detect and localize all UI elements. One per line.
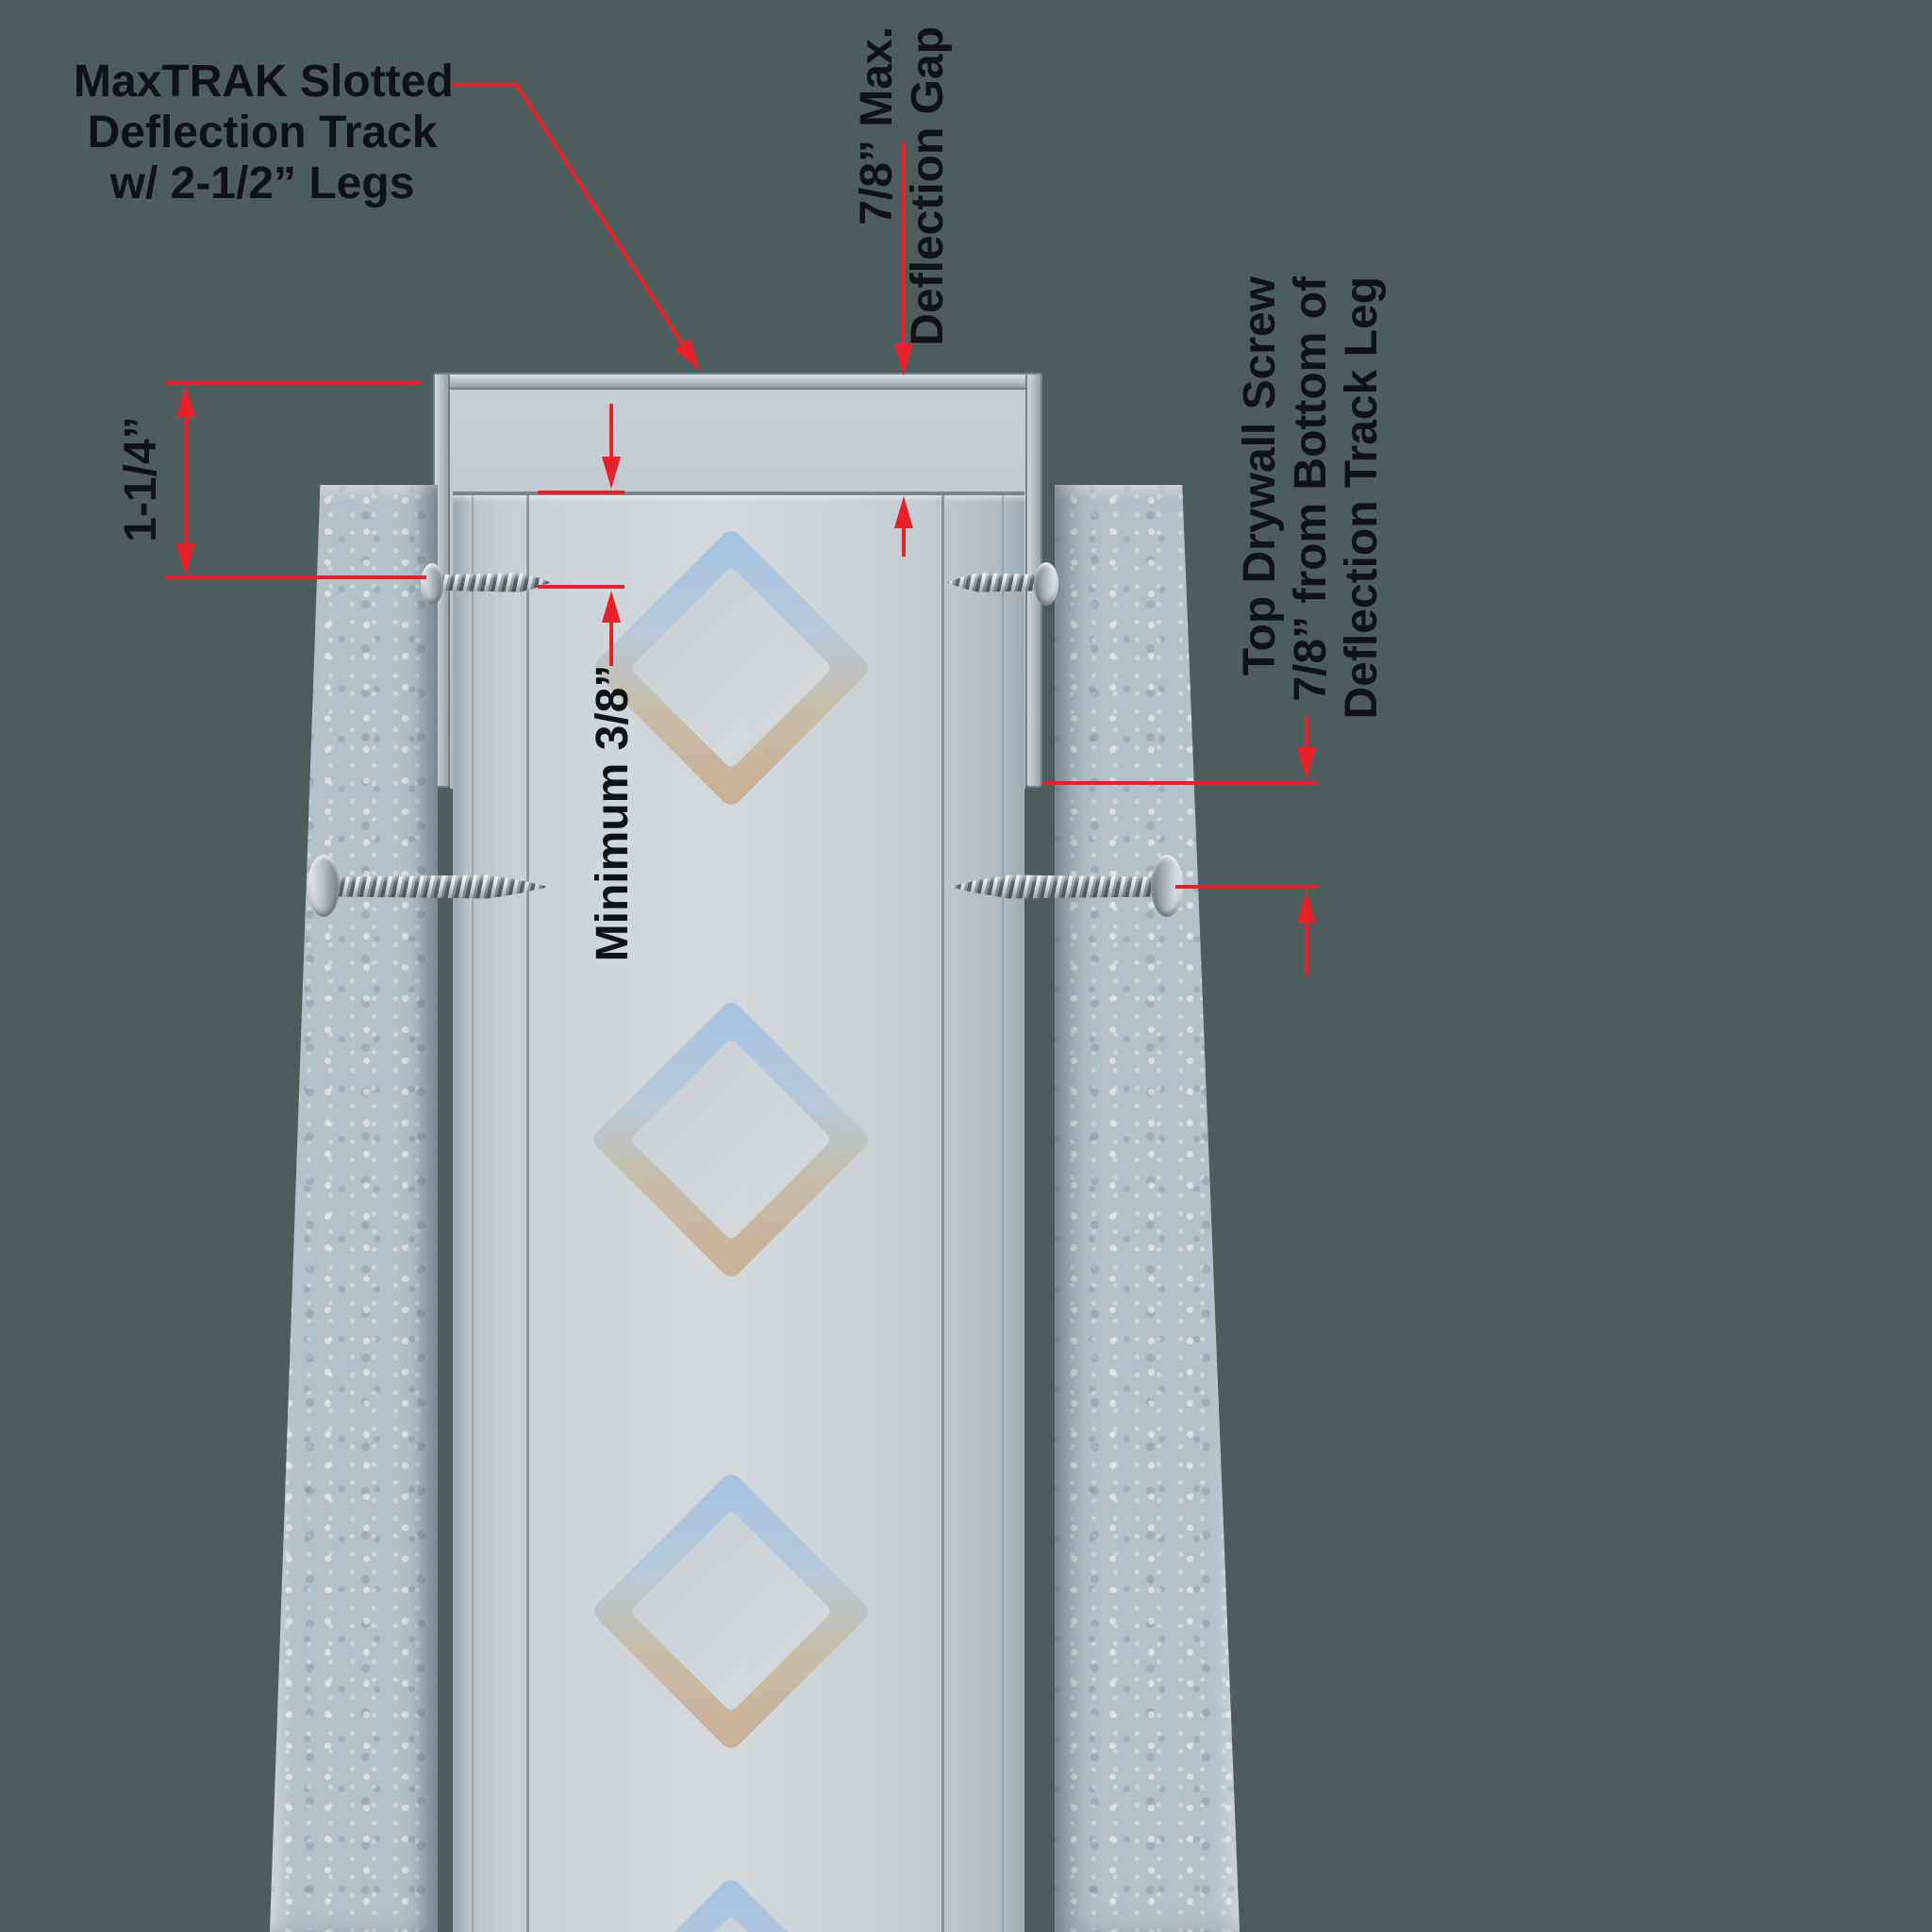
dim-top-screw-label: Top Drywall Screw 7/8” from Bottom of De… bbox=[1235, 276, 1388, 720]
dim-gap-arrow-down bbox=[894, 343, 913, 375]
dim-leg-inset-label: 1-1/4” bbox=[116, 416, 166, 542]
dim-deflection-gap-line1: 7/8” Max. bbox=[852, 26, 902, 225]
dim-screw-arrow-down bbox=[1297, 747, 1316, 779]
top-screw-shaft-left bbox=[441, 573, 551, 592]
track-label-line3: w/ 2-1/2” Legs bbox=[109, 158, 415, 208]
track-label-arrowhead bbox=[675, 339, 700, 371]
dim-gap-arrow-up bbox=[894, 496, 913, 528]
track-label-line1: MaxTRAK Slotted bbox=[74, 57, 454, 107]
stud-bend-line-left bbox=[526, 495, 529, 1932]
track-label-line2: Deflection Track bbox=[87, 108, 438, 158]
drywall-screw-head-left bbox=[308, 855, 340, 917]
dim-leg-arrow-up bbox=[176, 385, 195, 417]
dim-top-screw-line1: Top Drywall Screw bbox=[1235, 276, 1285, 676]
dim-min-arrow-down bbox=[602, 457, 621, 489]
dim-screw-arrow-up bbox=[1297, 891, 1316, 923]
top-screw-head-right bbox=[1034, 562, 1058, 606]
track-label: MaxTRAK Slotted Deflection Track w/ 2-1/… bbox=[74, 57, 454, 209]
dim-leg-arrow-down bbox=[176, 543, 195, 575]
steel-stud bbox=[453, 491, 1024, 1932]
stud-lip-line-left bbox=[472, 495, 474, 1932]
drywall-panel-left bbox=[270, 485, 438, 1932]
track-label-leader-line bbox=[453, 83, 685, 346]
top-screw-head-left bbox=[421, 563, 443, 605]
dim-top-screw-line2: 7/8” from Bottom of bbox=[1286, 276, 1336, 702]
dim-deflection-gap-line2: Deflection Gap bbox=[903, 26, 953, 346]
dim-deflection-gap-label: 7/8” Max. Deflection Gap bbox=[852, 26, 954, 347]
dim-top-screw-line3: Deflection Track Leg bbox=[1337, 276, 1387, 720]
top-screw-shaft-right bbox=[947, 573, 1057, 592]
dim-min-engagement-label: Minimum 3/8” bbox=[588, 664, 638, 962]
dim-min-arrow-up bbox=[602, 591, 621, 623]
stud-bend-line-right bbox=[941, 495, 944, 1932]
stud-lip-line-right bbox=[1002, 495, 1004, 1932]
